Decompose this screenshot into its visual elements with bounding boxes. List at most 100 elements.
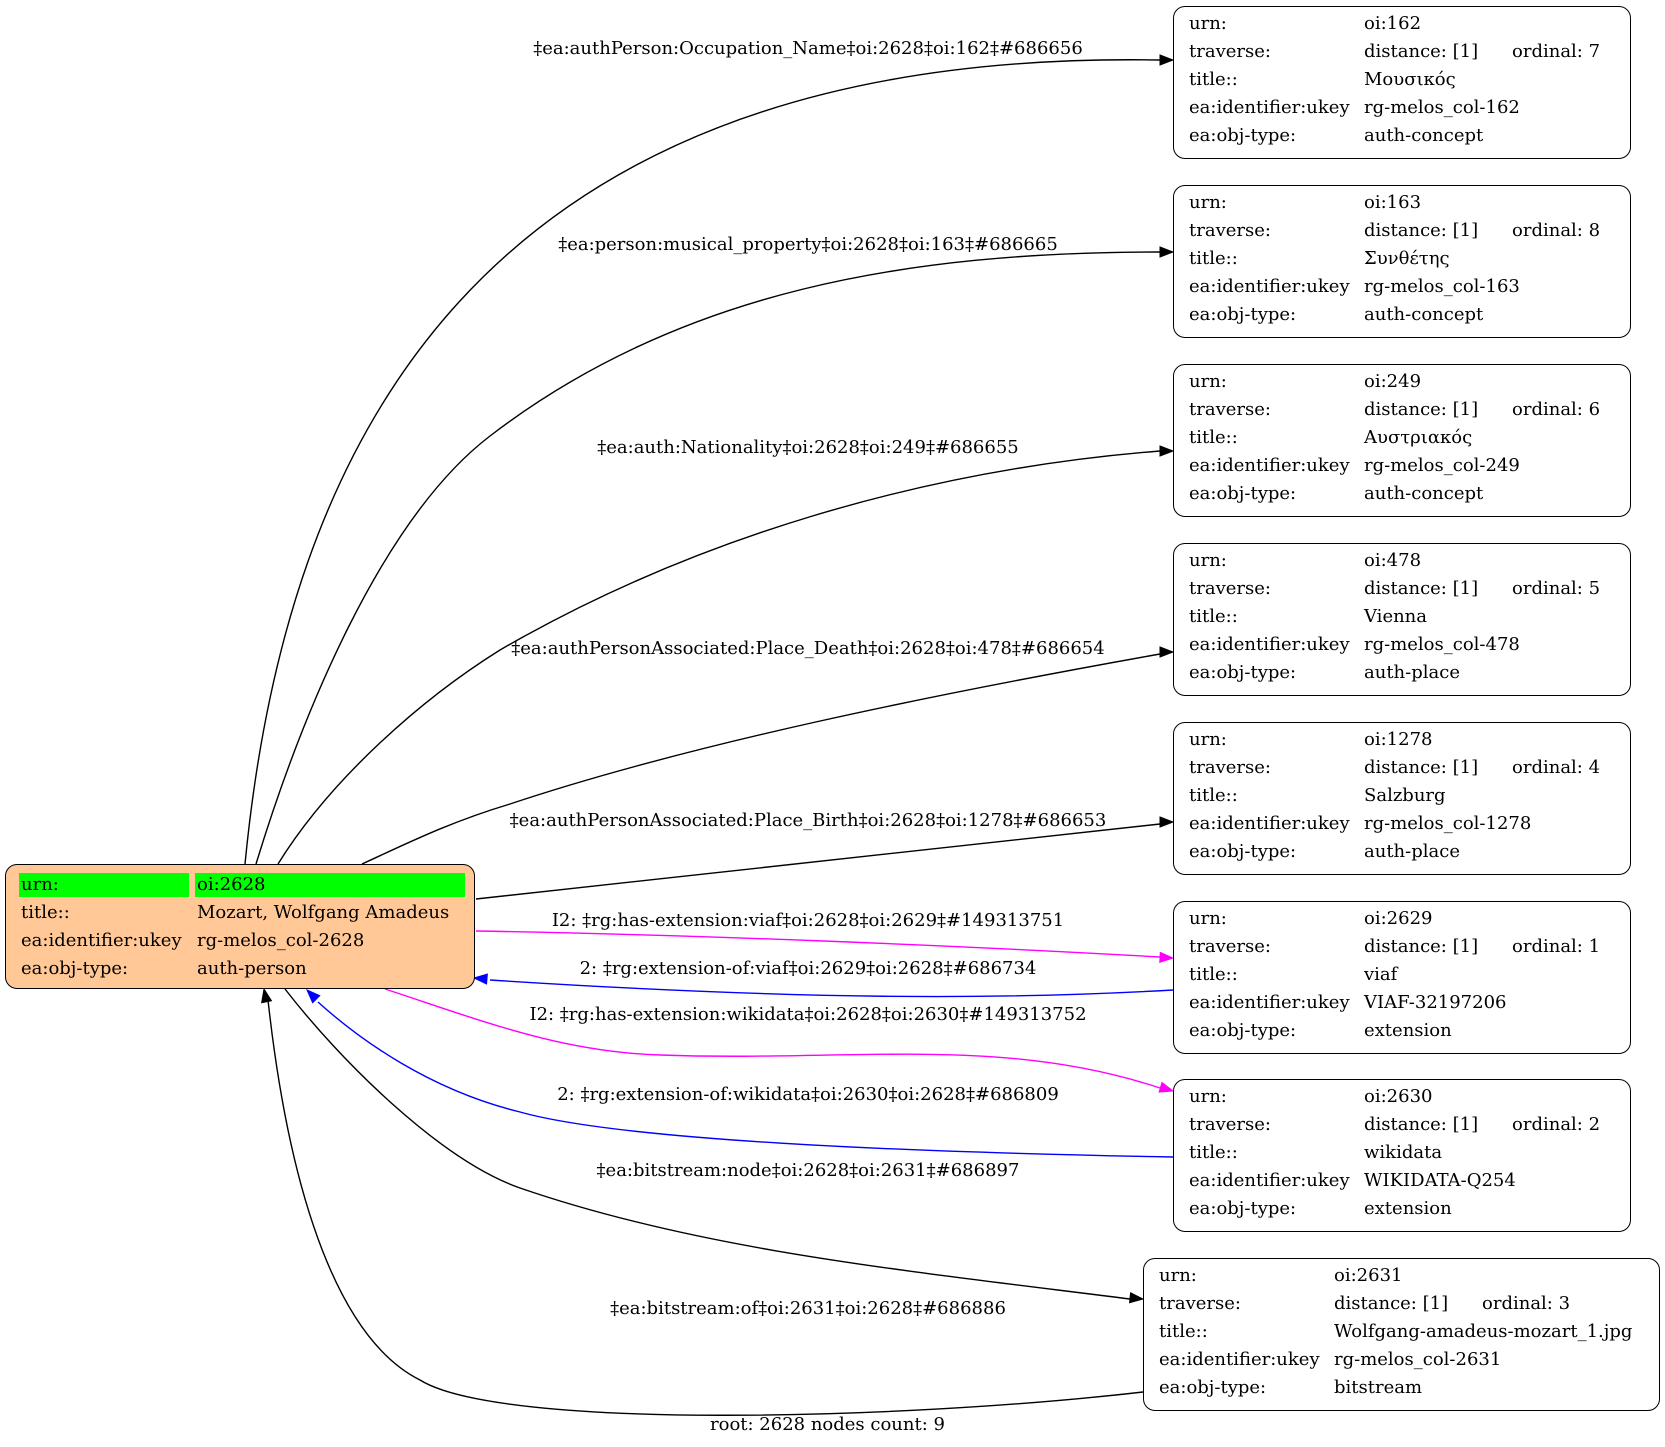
node-row: title::Μουσικός <box>1174 66 1630 94</box>
node-row: ea:obj-type:extension <box>1174 1195 1630 1223</box>
node-key: traverse: <box>1189 578 1271 599</box>
node-row: title::Salzburg <box>1174 782 1630 810</box>
node-row: traverse:distance: [1]ordinal: 6 <box>1174 396 1630 424</box>
node-row: title::Αυστριακός <box>1174 424 1630 452</box>
node-ordinal: ordinal: 8 <box>1512 220 1601 241</box>
graph-footer: root: 2628 nodes count: 9 <box>710 1414 945 1435</box>
node-row: urn:oi:1278 <box>1174 726 1630 754</box>
edge-label: ‡ea:bitstream:of‡oi:2631‡oi:2628‡#686886 <box>610 1298 1006 1319</box>
node-key: traverse: <box>1189 41 1271 62</box>
node-value: extension <box>1364 1020 1452 1041</box>
node-value: viaf <box>1364 964 1398 985</box>
edge-line <box>489 979 1174 998</box>
node-row: urn:oi:2631 <box>1144 1262 1659 1290</box>
node-key: title:: <box>1189 606 1238 627</box>
node-key: ea:obj-type: <box>1189 483 1297 504</box>
node-value: oi:2629 <box>1364 908 1433 929</box>
node-value: distance: [1] <box>1364 936 1479 957</box>
node-key: urn: <box>1189 13 1227 34</box>
edge-label: ‡ea:authPersonAssociated:Place_Death‡oi:… <box>511 638 1104 659</box>
node-row: title::Συνθέτης <box>1174 245 1630 273</box>
edge-arrowhead <box>472 973 488 985</box>
node-value: oi:2630 <box>1364 1086 1433 1107</box>
node-key: title:: <box>1189 427 1238 448</box>
node-value: extension <box>1364 1198 1452 1219</box>
edge-arrowhead <box>1159 246 1175 258</box>
node-value: auth-concept <box>1364 483 1484 504</box>
edge-arrowhead <box>1159 646 1175 658</box>
node-row: title::wikidata <box>1174 1139 1630 1167</box>
edge-arrowhead <box>1159 951 1175 964</box>
edge-line <box>244 59 1161 865</box>
node-row: traverse:distance: [1]ordinal: 7 <box>1174 38 1630 66</box>
node-row: urn:oi:478 <box>1174 547 1630 575</box>
node-key: ea:identifier:ukey <box>1189 276 1350 297</box>
node-ordinal: ordinal: 4 <box>1512 757 1601 778</box>
node-value: Μουσικός <box>1364 69 1456 90</box>
edge-arrowhead <box>1159 445 1175 457</box>
node-key: ea:identifier:ukey <box>1189 634 1350 655</box>
node-key: title:: <box>1189 248 1238 269</box>
node-value: rg-melos_col-162 <box>1364 97 1520 118</box>
edge-label: I2: ‡rg:has-extension:wikidata‡oi:2628‡o… <box>529 1004 1086 1025</box>
node-row: ea:identifier:ukey rg-melos_col-2631 <box>1144 1346 1659 1374</box>
node-key: ea:identifier:ukey <box>1189 97 1350 118</box>
node-value: bitstream <box>1334 1377 1423 1398</box>
node-row: ea:obj-type: auth-place <box>1174 659 1630 687</box>
edge-arrowhead <box>1159 54 1175 66</box>
node-value: rg-melos_col-163 <box>1364 276 1520 297</box>
node-ordinal: ordinal: 6 <box>1512 399 1601 420</box>
node-row: urn: oi:162 <box>1174 10 1630 38</box>
edge-arrowhead <box>1158 1081 1175 1093</box>
node-value: distance: [1] <box>1364 578 1479 599</box>
root-node-key: urn: <box>19 873 189 897</box>
node-key: traverse: <box>1189 757 1271 778</box>
graph-node-oi-162[interactable]: urn: oi:162 traverse:distance: [1]ordinal:… <box>1173 6 1631 159</box>
node-value: rg-melos_col-249 <box>1364 455 1520 476</box>
node-value: oi:162 <box>1364 13 1422 34</box>
edge-label: ‡ea:authPersonAssociated:Place_Birth‡oi:… <box>510 810 1107 831</box>
edge-label: I2: ‡rg:has-extension:viaf‡oi:2628‡oi:26… <box>552 910 1064 931</box>
node-key: traverse: <box>1189 1114 1271 1135</box>
node-row: ea:obj-type:auth-concept <box>1174 122 1630 150</box>
node-value: Salzburg <box>1364 785 1446 806</box>
node-value: oi:478 <box>1364 550 1422 571</box>
root-node-value: auth-person <box>197 958 307 979</box>
node-ordinal: ordinal: 1 <box>1512 936 1601 957</box>
node-value: auth-place <box>1364 662 1460 683</box>
node-key: title:: <box>1189 1142 1238 1163</box>
node-value: auth-concept <box>1364 125 1484 146</box>
node-value: oi:1278 <box>1364 729 1433 750</box>
node-row: traverse:distance: [1]ordinal: 8 <box>1174 217 1630 245</box>
edge-label: ‡ea:authPerson:Occupation_Name‡oi:2628‡o… <box>533 38 1083 59</box>
node-row: urn:oi:249 <box>1174 368 1630 396</box>
node-key: urn: <box>1189 192 1227 213</box>
node-key: ea:obj-type: <box>1189 662 1297 683</box>
node-key: ea:identifier:ukey <box>1189 992 1350 1013</box>
node-row: ea:obj-type:auth-place <box>1174 838 1630 866</box>
node-row: traverse:distance: [1]ordinal: 1 <box>1174 933 1630 961</box>
node-value: Wolfgang-amadeus-mozart_1.jpg <box>1334 1321 1633 1342</box>
node-row: urn:oi:2629 <box>1174 905 1630 933</box>
node-value: rg-melos_col-2631 <box>1334 1349 1502 1370</box>
root-node-value: Mozart, Wolfgang Amadeus <box>197 902 450 923</box>
node-value: Συνθέτης <box>1364 248 1450 269</box>
root-node-key: ea:obj-type: <box>21 958 129 979</box>
node-row: urn:oi:163 <box>1174 189 1630 217</box>
edge-arrowhead <box>306 989 321 1004</box>
node-key: ea:obj-type: <box>1189 304 1297 325</box>
node-key: ea:identifier:ukey <box>1159 1349 1320 1370</box>
node-row: traverse:distance: [1]ordinal: 5 <box>1174 575 1630 603</box>
node-value: Vienna <box>1364 606 1428 627</box>
node-key: ea:obj-type: <box>1189 841 1297 862</box>
edge-line <box>475 930 1161 958</box>
node-ordinal: ordinal: 3 <box>1482 1293 1571 1314</box>
